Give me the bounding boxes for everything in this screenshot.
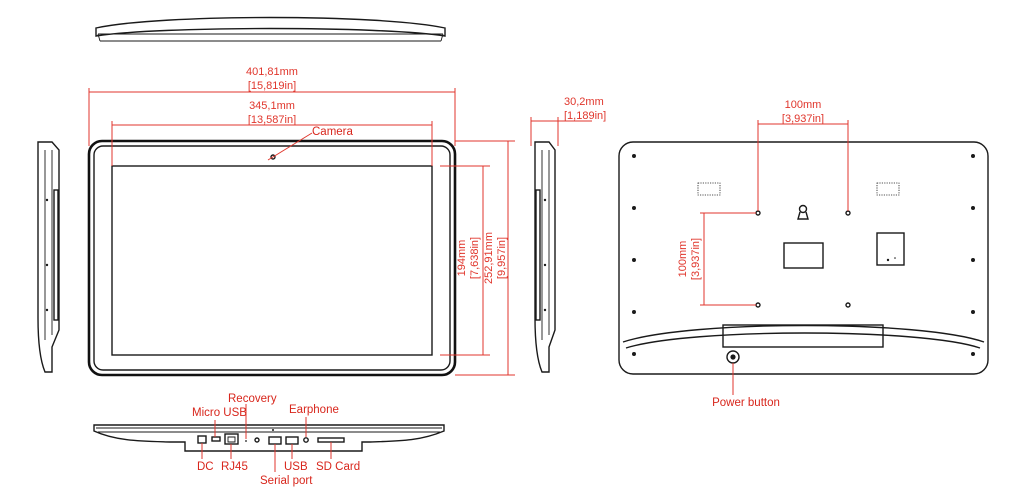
vesa-h-in: [3,937in] <box>782 113 824 125</box>
port-leaders <box>201 404 332 472</box>
sd-card-label: SD Card <box>316 461 360 473</box>
rj45-label: RJ45 <box>221 461 248 473</box>
camera-label: Camera <box>312 126 354 138</box>
micro-usb-port <box>211 436 221 442</box>
depth-in: [1,189in] <box>564 110 606 122</box>
width-dimensions <box>88 88 456 166</box>
front-view <box>87 139 457 377</box>
dc-label: DC <box>197 461 214 473</box>
sd-card-slot <box>317 437 345 443</box>
vesa-dimensions <box>700 120 849 395</box>
overall-width-in: [15,819in] <box>248 80 296 92</box>
recovery-label: Recovery <box>228 393 277 405</box>
overall-height-mm: 252,91mm <box>483 232 495 284</box>
overall-width-mm: 401,81mm <box>246 66 298 78</box>
vesa-v-in: [3,937in] <box>690 238 702 280</box>
recovery-hole <box>245 440 247 442</box>
screen-width-in: [13,587in] <box>248 114 296 126</box>
left-side-view <box>37 141 60 373</box>
overall-height-in: [9,957in] <box>496 237 508 279</box>
back-view <box>618 141 989 375</box>
screen-width-mm: 345,1mm <box>249 100 295 112</box>
serial-port <box>268 436 282 445</box>
depth-dimension <box>530 117 592 146</box>
vesa-h-mm: 100mm <box>785 99 822 111</box>
earphone-label: Earphone <box>289 404 339 416</box>
camera-lens <box>270 154 276 160</box>
right-side-view <box>534 141 556 373</box>
usb-label: USB <box>284 461 308 473</box>
earphone-jack <box>303 437 309 443</box>
screen-height-in: [7,638in] <box>469 237 481 279</box>
speaker-grille-left <box>697 182 721 196</box>
vesa-v-mm: 100mm <box>677 241 689 278</box>
dc-port <box>197 435 207 444</box>
led-indicator <box>254 437 260 443</box>
depth-mm: 30,2mm <box>564 96 604 108</box>
usb-port <box>285 436 299 445</box>
power-button-label: Power button <box>712 397 780 409</box>
serial-port-label: Serial port <box>260 475 313 487</box>
height-dimensions <box>440 140 515 376</box>
micro-usb-label: Micro USB <box>192 407 247 419</box>
rj45-port <box>224 433 239 445</box>
keyhole-icon <box>798 204 808 214</box>
bottom-view <box>93 424 445 452</box>
screen-height-mm: 194mm <box>456 240 468 277</box>
top-view <box>95 16 446 42</box>
speaker-grille-right <box>876 182 900 196</box>
